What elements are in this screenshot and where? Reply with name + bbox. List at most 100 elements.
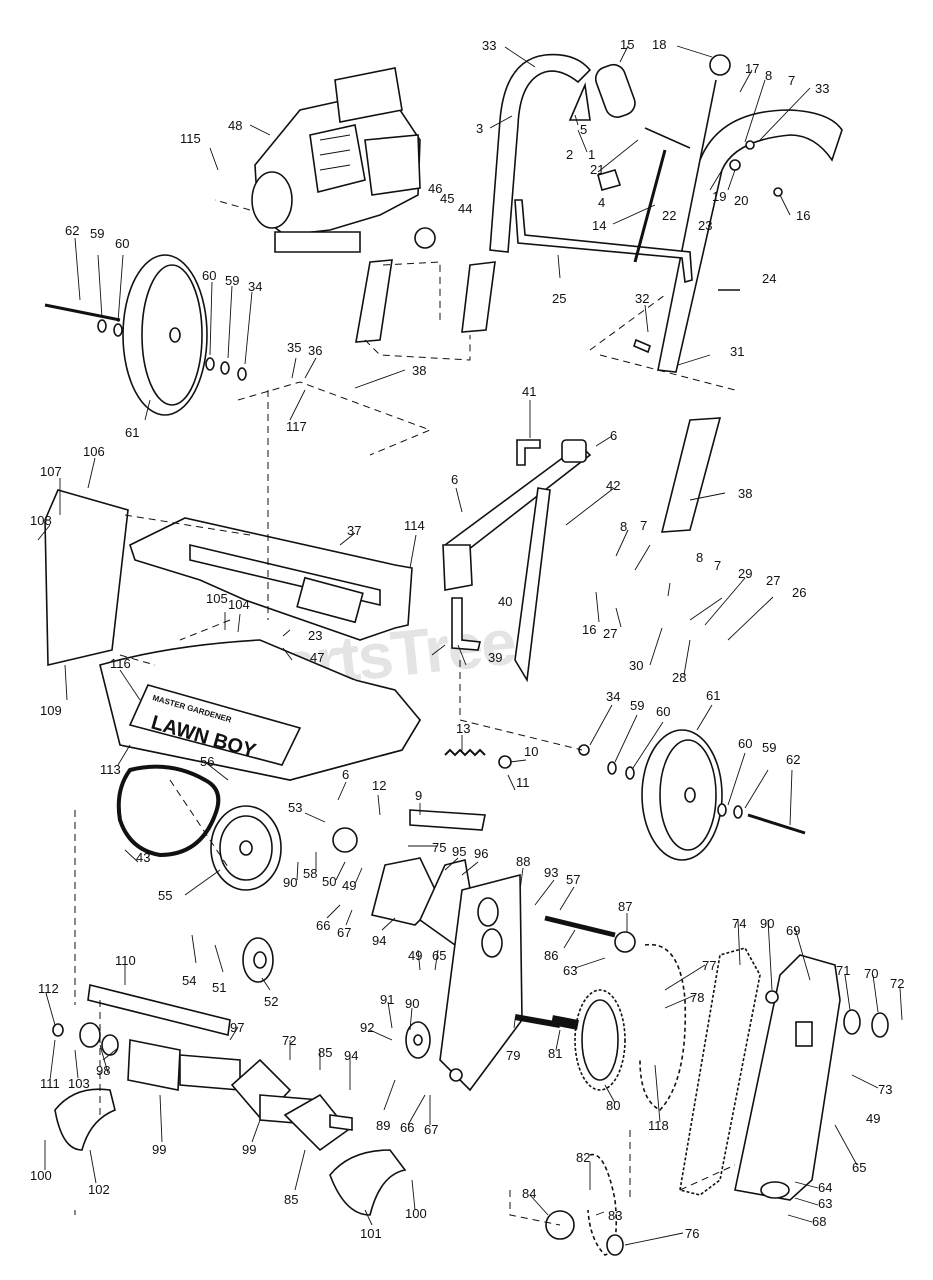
callout-42: 42 xyxy=(606,478,620,493)
callout-76: 76 xyxy=(685,1226,699,1241)
callout-37: 37 xyxy=(347,523,361,538)
callout-27-mid: 27 xyxy=(603,626,617,641)
callout-38-right: 38 xyxy=(738,486,752,501)
callout-38-top: 38 xyxy=(412,363,426,378)
callout-8-top: 8 xyxy=(765,68,772,83)
callout-100-right: 100 xyxy=(405,1206,427,1221)
assembly-lines xyxy=(74,199,736,1226)
callout-5: 5 xyxy=(580,122,587,137)
callout-8-right: 8 xyxy=(696,550,703,565)
callout-23-top: 23 xyxy=(698,218,712,233)
callout-14: 14 xyxy=(592,218,606,233)
callout-108: 108 xyxy=(30,513,52,528)
callout-7-right: 7 xyxy=(714,558,721,573)
callout-62-left: 62 xyxy=(65,223,79,238)
chassis-part xyxy=(129,517,413,641)
callout-65-right: 65 xyxy=(852,1160,866,1175)
callout-54: 54 xyxy=(182,973,196,988)
axle-bolt-left-part xyxy=(44,303,121,322)
seal-parts xyxy=(765,990,889,1038)
callout-31: 31 xyxy=(730,344,744,359)
callout-6-left: 6 xyxy=(451,472,458,487)
callout-17: 17 xyxy=(745,61,759,76)
hub-52-part xyxy=(242,937,274,983)
callout-49-mid: 49 xyxy=(408,948,422,963)
callout-9: 9 xyxy=(415,788,422,803)
callout-32: 32 xyxy=(635,291,649,306)
wheel-left-part xyxy=(122,254,208,416)
gear-87-part xyxy=(614,931,636,953)
callout-27-right: 27 xyxy=(766,573,780,588)
callout-33-left: 33 xyxy=(482,38,496,53)
callout-72-left: 72 xyxy=(282,1033,296,1048)
callout-107: 107 xyxy=(40,464,62,479)
callout-60-right-b: 60 xyxy=(738,736,752,751)
callout-57: 57 xyxy=(566,872,580,887)
callout-63-left: 63 xyxy=(563,963,577,978)
callout-90-mid: 90 xyxy=(405,996,419,1011)
callout-94-right: 94 xyxy=(344,1048,358,1063)
washer-76-part xyxy=(606,1234,624,1256)
callout-34-right: 34 xyxy=(606,689,620,704)
tine-102-part xyxy=(54,1088,116,1151)
callout-91: 91 xyxy=(380,992,394,1007)
callout-77: 77 xyxy=(702,958,716,973)
callout-100-left: 100 xyxy=(30,1168,52,1183)
callout-81: 81 xyxy=(548,1046,562,1061)
callout-88: 88 xyxy=(516,854,530,869)
callout-6-mid: 6 xyxy=(610,428,617,443)
callout-61-right: 61 xyxy=(706,688,720,703)
callout-59-right-b: 59 xyxy=(762,740,776,755)
callout-60-left: 60 xyxy=(115,236,129,251)
tine-shaft-part xyxy=(52,984,353,1152)
callout-117: 117 xyxy=(286,419,307,434)
callout-86: 86 xyxy=(544,948,558,963)
idler-arm-part xyxy=(409,809,486,831)
callout-19: 19 xyxy=(712,189,726,204)
callout-80: 80 xyxy=(606,1098,620,1113)
callout-110: 110 xyxy=(115,953,136,968)
callout-28: 28 xyxy=(672,670,686,685)
callout-40: 40 xyxy=(498,594,512,609)
callout-82: 82 xyxy=(576,1150,590,1165)
callout-95: 95 xyxy=(452,844,466,859)
callout-44: 44 xyxy=(458,201,472,216)
callout-36: 36 xyxy=(308,343,322,358)
callout-52: 52 xyxy=(264,994,278,1009)
spring-part xyxy=(444,748,486,757)
callout-104: 104 xyxy=(228,597,250,612)
side-plate-part xyxy=(44,489,129,667)
callout-116: 116 xyxy=(110,656,131,671)
callout-106: 106 xyxy=(83,444,105,459)
callout-59-left: 59 xyxy=(90,226,104,241)
callout-66-left: 66 xyxy=(316,918,330,933)
wheel-right-part xyxy=(641,729,723,861)
callout-46: 46 xyxy=(428,181,442,196)
callout-63-right: 63 xyxy=(818,1196,832,1211)
callout-67-right: 67 xyxy=(424,1122,438,1137)
callout-65-mid: 65 xyxy=(432,948,446,963)
belt-part xyxy=(116,764,221,858)
tine-shield-part: MASTER GARDENER LAWN BOY xyxy=(99,639,422,781)
callout-59-right: 59 xyxy=(630,698,644,713)
axle-frame-part xyxy=(442,439,592,683)
callout-22: 22 xyxy=(662,208,676,223)
callout-13: 13 xyxy=(456,721,470,736)
callout-103: 103 xyxy=(68,1076,90,1091)
tine-101-part xyxy=(329,1149,407,1216)
pulley-part xyxy=(210,805,282,891)
callout-23-mid: 23 xyxy=(308,628,322,643)
callout-3: 3 xyxy=(476,121,483,136)
callout-20: 20 xyxy=(734,193,748,208)
callout-78: 78 xyxy=(690,990,704,1005)
side-panel-part xyxy=(439,873,523,1092)
engine-part xyxy=(251,67,421,253)
callout-90-left: 90 xyxy=(283,875,297,890)
callout-56: 56 xyxy=(200,754,214,769)
leader-lines xyxy=(37,45,903,1246)
callout-73: 73 xyxy=(878,1082,892,1097)
callout-1: 1 xyxy=(588,147,595,162)
callout-70: 70 xyxy=(864,966,878,981)
sprocket-part xyxy=(574,989,626,1091)
